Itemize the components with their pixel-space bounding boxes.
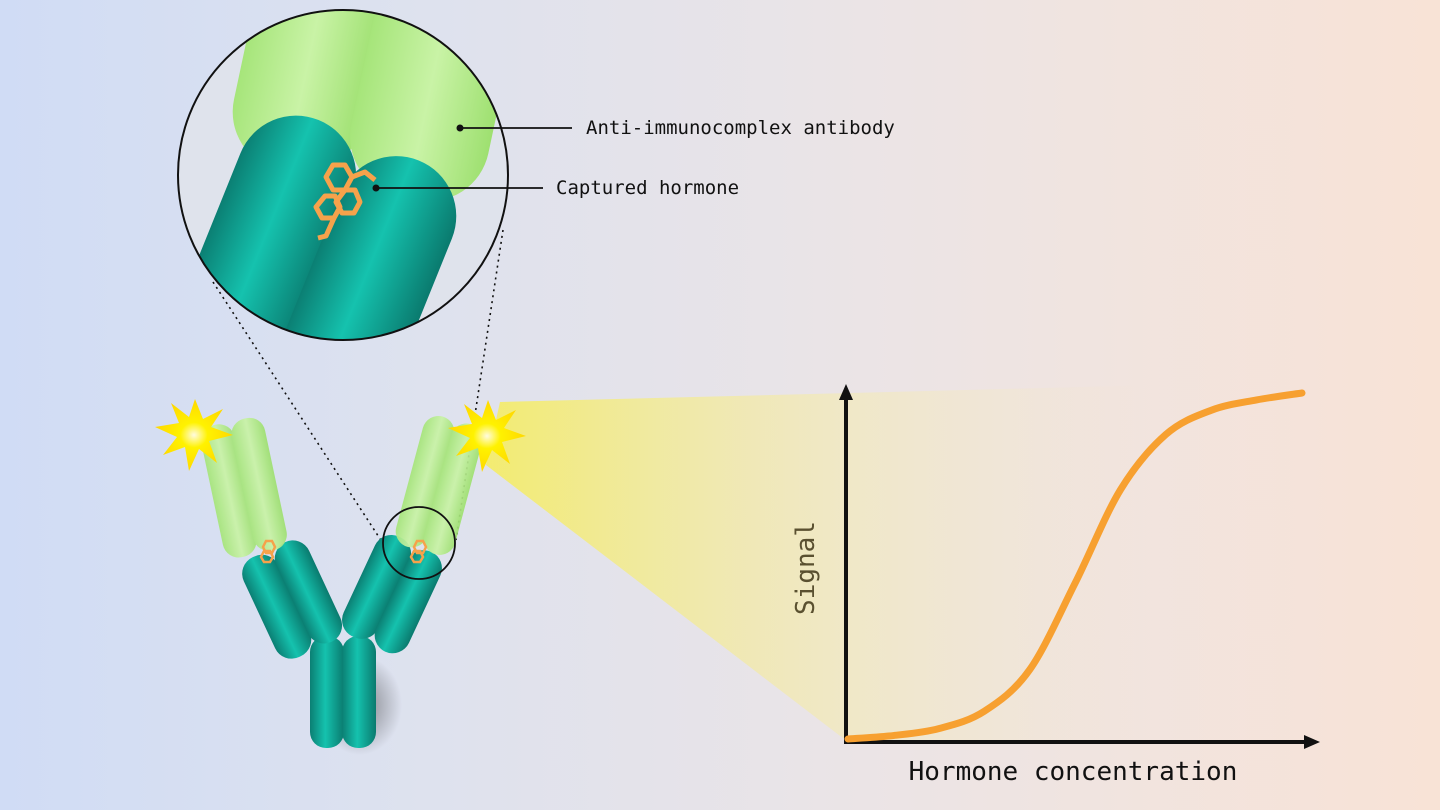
captured-hormone-molecule: [313, 162, 377, 241]
right-arm-b: [374, 550, 442, 654]
right-arm-a: [342, 534, 412, 639]
x-axis-title: Hormone concentration: [909, 757, 1238, 787]
signal-beam: [486, 385, 1160, 742]
callout-dot-hormone: [372, 184, 380, 192]
fc-right: [342, 636, 376, 748]
callout-dot-antibody: [456, 124, 464, 132]
zoom-target-ring: [382, 506, 456, 580]
signal-chart: Hormone concentration Signal: [791, 384, 1320, 787]
signal-curve: [844, 389, 1306, 743]
callout-lines: [376, 127, 572, 189]
right-anti-antibody: [395, 415, 483, 555]
flash-left: [155, 399, 233, 471]
x-axis: [844, 735, 1320, 749]
left-arm-a: [242, 554, 312, 659]
zoom-lines: [212, 229, 504, 549]
hormone-small-right: [409, 539, 428, 564]
zoom-inset: [177, 9, 509, 341]
label-hormone: Captured hormone: [556, 177, 739, 199]
label-antibody: Anti-immunocomplex antibody: [586, 117, 895, 139]
fc-left: [310, 636, 344, 748]
y-axis-title: Signal: [791, 521, 821, 615]
hormone-small-left: [259, 539, 277, 564]
left-arm-b: [274, 540, 343, 644]
y-axis: [839, 384, 853, 744]
primary-antibody: [242, 534, 442, 748]
flash-right: [448, 400, 526, 472]
